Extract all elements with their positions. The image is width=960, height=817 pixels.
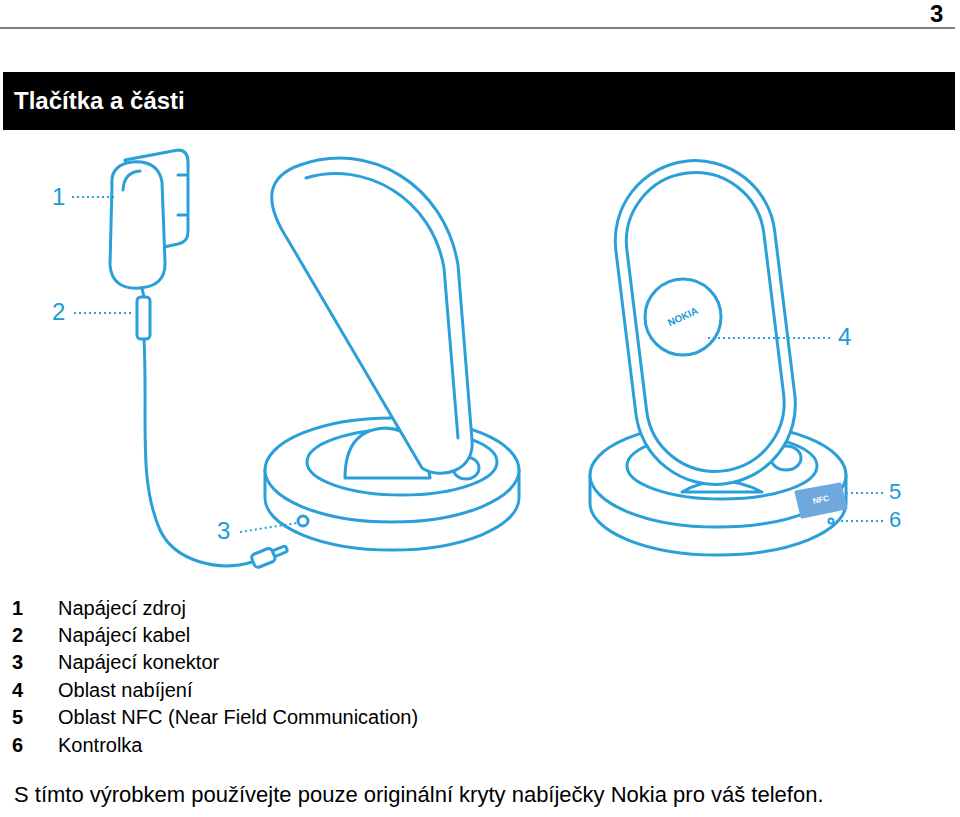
list-number: 5 [12, 705, 23, 729]
section-title: Tlačítka a části [3, 72, 955, 130]
list-number: 1 [12, 596, 23, 620]
leader-line [846, 492, 884, 494]
base-top [265, 418, 519, 522]
list-text: Napájecí konektor [58, 650, 219, 674]
cable [144, 339, 252, 566]
note: S tímto výrobkem používejte pouze origin… [14, 782, 824, 808]
callout-number: 1 [52, 183, 65, 212]
header-rule [0, 27, 955, 29]
pad-edge [306, 174, 458, 438]
power-supply-edge [123, 171, 140, 190]
charger-drawing [110, 150, 846, 568]
callout-number: 3 [217, 517, 230, 546]
list-text: Oblast nabíjení [58, 678, 193, 702]
callout-number: 4 [838, 323, 851, 352]
charging-pad [606, 151, 804, 493]
page-number: 3 [930, 0, 943, 29]
adapter-pin [178, 214, 186, 217]
leader-line [74, 312, 134, 314]
cable-plug [137, 297, 150, 339]
leader-line [708, 337, 832, 339]
list-text: Kontrolka [58, 733, 143, 757]
list-number: 6 [12, 733, 23, 757]
list-text: Napájecí kabel [58, 623, 190, 647]
power-port [298, 516, 308, 526]
adapter-pin [178, 174, 186, 177]
title-bar: Tlačítka a části [3, 72, 955, 130]
list-text: Napájecí zdroj [58, 596, 186, 620]
leader-line [836, 520, 884, 522]
callout-number: 2 [52, 298, 65, 327]
nokia-logo-circle [645, 279, 721, 355]
leader-line [240, 523, 297, 532]
leader-line [72, 196, 114, 198]
nfc-area [796, 484, 846, 517]
list-number: 3 [12, 650, 23, 674]
callout-number: 6 [889, 507, 901, 533]
list-number: 4 [12, 678, 23, 702]
leader-lines [72, 197, 884, 532]
power-supply [110, 162, 165, 288]
pad-edge [618, 165, 792, 480]
indicator-light [829, 519, 834, 524]
list-text: Oblast NFC (Near Field Communication) [58, 705, 418, 729]
callout-number: 5 [889, 479, 901, 505]
charging-pad-side [272, 158, 472, 473]
list-number: 2 [12, 623, 23, 647]
connector-tip [272, 546, 287, 557]
power-connector [251, 542, 290, 568]
